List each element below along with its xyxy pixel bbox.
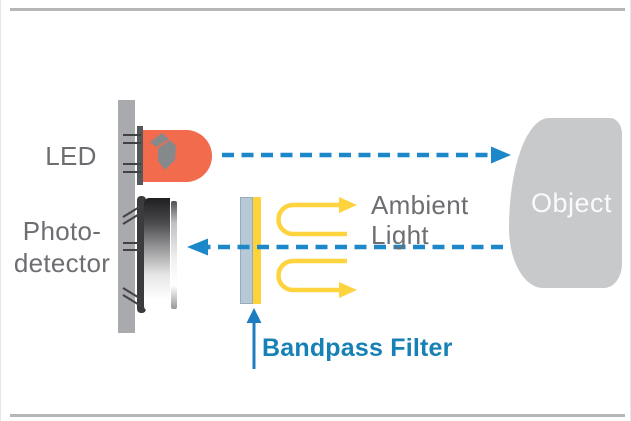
photodetector-flange <box>137 196 146 313</box>
frame-border-bottom <box>10 414 625 417</box>
object-shape: Object <box>509 118 622 288</box>
led-pins-icon <box>123 134 141 173</box>
photodetector-body <box>144 198 170 311</box>
ambient-uturn-arrow-top <box>276 197 357 237</box>
led-label: LED <box>45 141 97 171</box>
bandpass-filter-coating <box>253 197 261 304</box>
ambient-light-label-line2: Light <box>371 220 429 250</box>
photodetector-label-line2: detector <box>13 248 111 278</box>
bandpass-filter-label: Bandpass Filter <box>262 334 453 362</box>
photodetector-rim <box>171 201 177 309</box>
pcb-board <box>118 100 135 333</box>
photodetector-label-line1: Photo- <box>22 216 102 246</box>
ambient-light-label: Ambient Light <box>371 190 468 250</box>
led-flange <box>137 126 143 185</box>
page-edge-left <box>0 0 1 421</box>
dashed-arrow-right-icon <box>222 146 511 164</box>
frame-border-top <box>10 8 625 11</box>
ambient-light-label-line1: Ambient <box>371 190 469 220</box>
led-chip-icon <box>150 133 176 170</box>
ambient-uturn-arrow-bottom <box>276 258 357 298</box>
up-arrow-icon <box>246 308 262 369</box>
dashed-arrow-left-icon <box>187 238 503 256</box>
bandpass-filter-glass <box>240 197 253 304</box>
photodetector-label: Photo- detector <box>10 215 114 279</box>
object-label: Object <box>530 188 613 218</box>
photodetector-pins-icon <box>122 205 142 307</box>
